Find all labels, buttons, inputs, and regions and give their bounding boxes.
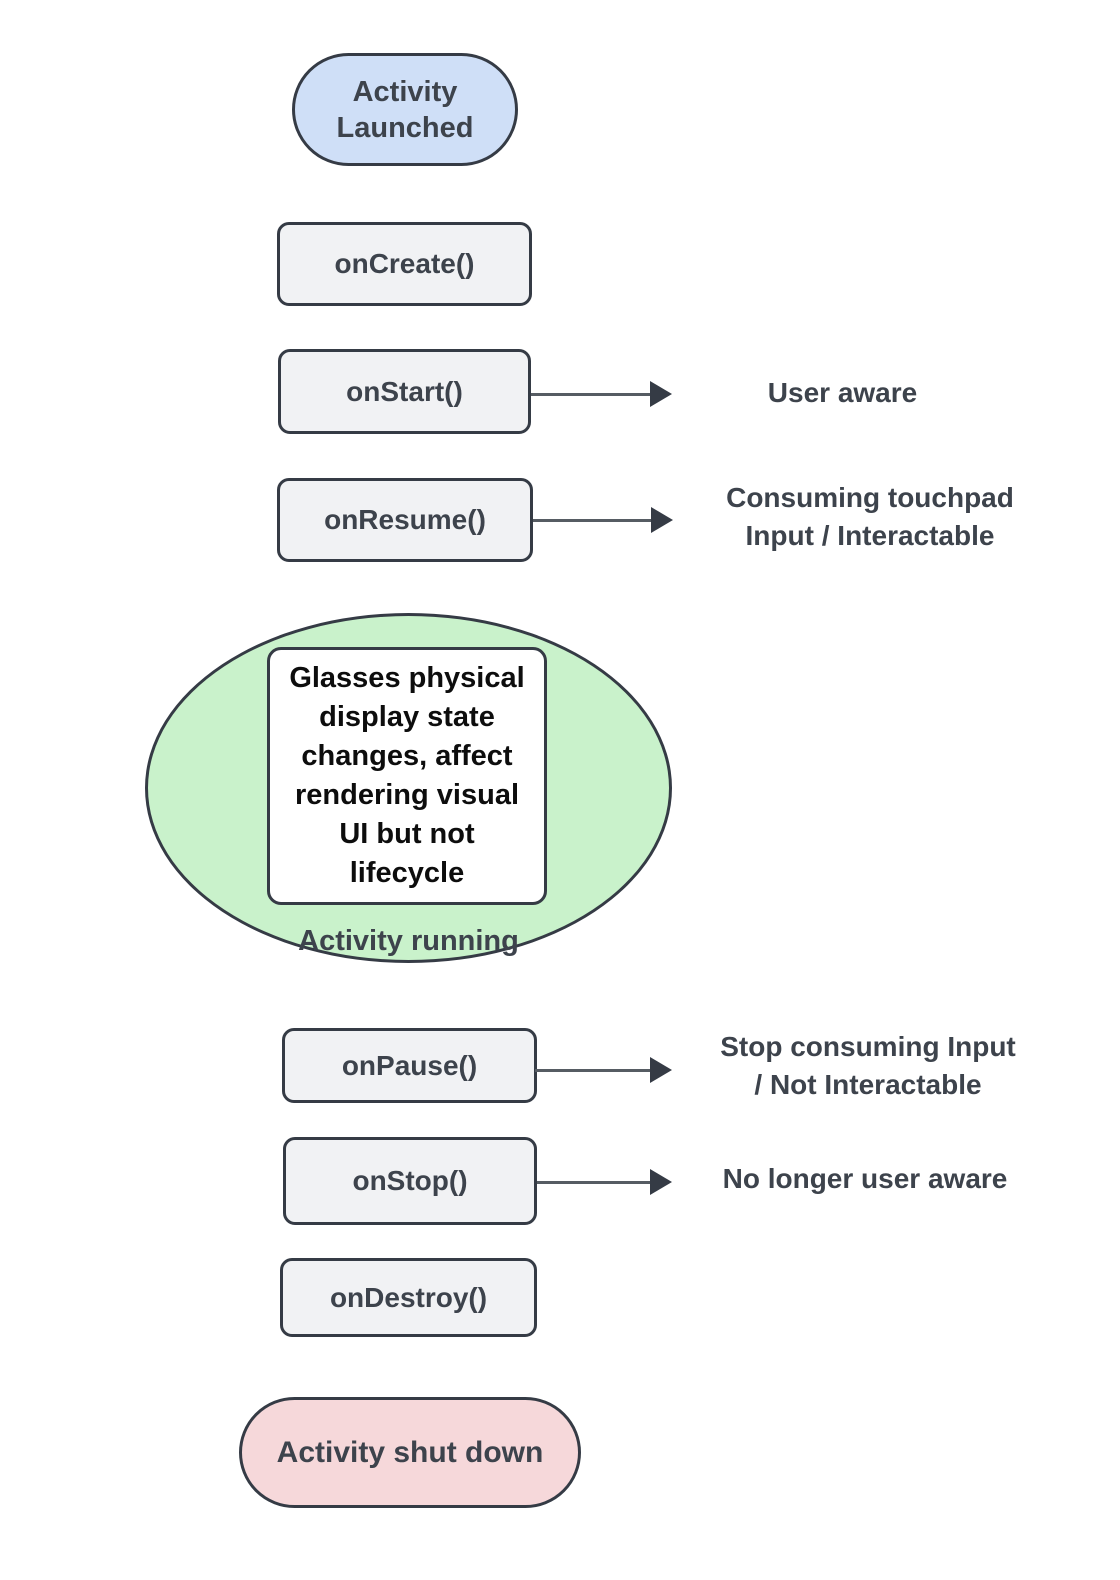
annotation-user-aware: User aware [670, 374, 1015, 412]
annotation-consuming-touchpad: Consuming touchpad Input / Interactable [695, 479, 1045, 555]
arrow-onpause-to-annotation [535, 1057, 672, 1083]
lifecycle-box-onpause: onPause() [282, 1028, 537, 1103]
lifecycle-box-onresume: onResume() [277, 478, 533, 562]
arrow-line [533, 518, 654, 522]
annotation-user-aware-text: User aware [767, 377, 918, 408]
note-line: rendering visual [294, 779, 519, 811]
onresume-label: onResume() [324, 504, 486, 535]
arrowhead-icon [651, 507, 673, 533]
lifecycle-box-onstart: onStart() [278, 349, 531, 434]
annotation-stop-line2: / Not Interactable [754, 1069, 982, 1100]
arrowhead-icon [650, 1169, 672, 1195]
oncreate-label: onCreate() [334, 248, 475, 279]
note-line: Glasses physical [289, 662, 525, 694]
arrow-onstop-to-annotation [537, 1169, 672, 1195]
note-line: display state [319, 701, 495, 733]
lifecycle-box-onstop: onStop() [283, 1137, 537, 1225]
annotation-stop-consuming: Stop consuming Input / Not Interactable [693, 1028, 1043, 1104]
lifecycle-box-oncreate: onCreate() [277, 222, 532, 306]
arrow-line [535, 1068, 653, 1072]
start-node-activity-launched: Activity Launched [292, 53, 518, 166]
arrowhead-icon [650, 1057, 672, 1083]
annotation-no-longer-user-aware: No longer user aware [690, 1160, 1040, 1198]
arrow-line [537, 1180, 653, 1184]
ondestroy-label: onDestroy() [329, 1281, 488, 1313]
note-line: UI but not [339, 818, 475, 850]
activity-running-label: Activity running [298, 925, 519, 957]
annotation-consuming-line2: Input / Interactable [745, 520, 995, 551]
end-node-activity-shut-down: Activity shut down [239, 1397, 581, 1508]
start-node-label-line1: Activity [352, 75, 458, 108]
arrowhead-icon [650, 381, 672, 407]
onpause-label: onPause() [341, 1049, 478, 1081]
annotation-stop-line1: Stop consuming Input [720, 1031, 1016, 1062]
start-node-label-line2: Launched [336, 111, 474, 144]
glasses-display-note-box: Glasses physical display state changes, … [267, 647, 547, 905]
annotation-consuming-line1: Consuming touchpad [726, 482, 1014, 513]
end-node-label: Activity shut down [276, 1435, 544, 1469]
arrow-onstart-to-annotation [531, 381, 672, 407]
arrow-onresume-to-annotation [533, 507, 673, 533]
arrow-line [531, 392, 653, 396]
note-line: changes, affect [301, 740, 513, 772]
onstart-label: onStart() [346, 375, 463, 407]
note-line: lifecycle [349, 857, 465, 889]
annotation-no-longer-text: No longer user aware [722, 1163, 1008, 1194]
onstop-label: onStop() [352, 1165, 468, 1196]
lifecycle-box-ondestroy: onDestroy() [280, 1258, 537, 1337]
